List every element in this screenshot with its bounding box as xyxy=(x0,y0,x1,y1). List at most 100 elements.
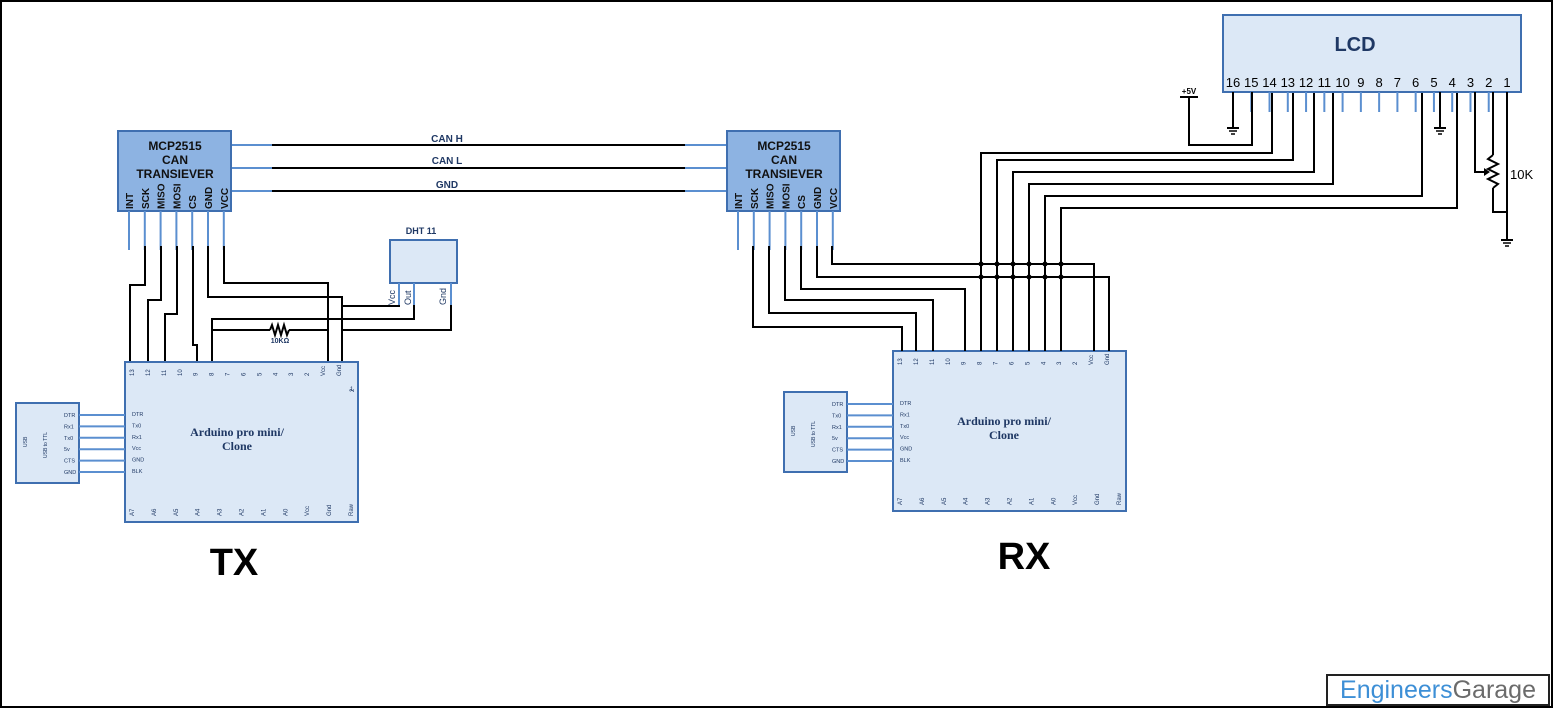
usb-pin-label: Rx1 xyxy=(832,425,842,431)
arduino-left-pin-label: Rx1 xyxy=(900,412,910,418)
tx-arduino-title-1: Arduino pro mini/ xyxy=(190,425,284,439)
transceiver-pin-label: SCK xyxy=(141,187,152,209)
arduino-bottom-pin-label: Gnd xyxy=(1095,494,1101,505)
dht11-sensor: DHT 11 Vcc Out Gnd xyxy=(387,226,458,305)
rx-arduino-title-2: Clone xyxy=(989,428,1020,442)
rx-wiring xyxy=(752,92,1458,351)
ground-icon xyxy=(1227,127,1239,135)
transceiver-pin-label: VCC xyxy=(220,188,231,209)
can-bus: CAN H CAN L GND xyxy=(232,134,727,192)
transceiver-pin-label: SCK xyxy=(750,187,761,209)
arduino-top-pin-label: 6 xyxy=(241,372,247,376)
tx-ard-right-pin: 2 xyxy=(350,388,356,392)
supply-label: +5V xyxy=(1182,87,1197,96)
rx-usb-subtitle: USB to TTL xyxy=(811,421,817,447)
arduino-left-pin-label: BLK xyxy=(132,469,143,475)
arduino-top-pin-label: 12 xyxy=(146,369,152,376)
arduino-bottom-pin-label: A6 xyxy=(152,508,158,516)
lcd-pin-label: 16 xyxy=(1226,75,1240,90)
arduino-top-pin-label: 3 xyxy=(289,372,295,376)
pot-label: 10K xyxy=(1510,167,1533,182)
arduino-top-pin-label: Gnd xyxy=(337,365,343,376)
arduino-top-pin-label: 13 xyxy=(130,369,136,376)
rx-transceiver-title-2: CAN xyxy=(771,153,797,167)
gnd-label: GND xyxy=(436,180,458,191)
arduino-top-pin-label: 7 xyxy=(226,372,232,376)
lcd-pin-label: 1 xyxy=(1503,75,1510,90)
lcd-pin-label: 11 xyxy=(1318,75,1332,90)
arduino-bottom-pin-label: Raw xyxy=(349,503,355,516)
dht-pin-gnd: Gnd xyxy=(438,288,448,305)
rx-arduino-title-1: Arduino pro mini/ xyxy=(957,414,1051,428)
transceiver-pin-label: CS xyxy=(188,195,199,209)
transceiver-pin-label: CS xyxy=(797,195,808,209)
transceiver-pin-label: INT xyxy=(125,193,136,209)
dht-pin-vcc: Vcc xyxy=(387,289,397,305)
arduino-top-pin-label: Vcc xyxy=(321,366,327,376)
arduino-top-pin-label: Gnd xyxy=(1105,354,1111,365)
arduino-bottom-pin-label: A3 xyxy=(986,497,992,505)
lcd-pin-label: 10 xyxy=(1335,75,1349,90)
arduino-top-pin-label: 9 xyxy=(194,372,200,376)
resistor-label: 10KΩ xyxy=(271,338,290,345)
usb-pin-label: Tx0 xyxy=(64,436,73,442)
arduino-left-pin-label: GND xyxy=(132,458,144,464)
tx-transceiver-title-3: TRANSIEVER xyxy=(136,167,214,181)
arduino-left-pin-label: Rx1 xyxy=(132,435,142,441)
usb-pin-label: DTR xyxy=(832,402,843,408)
lcd-pin-label: 4 xyxy=(1449,75,1456,90)
arduino-top-pin-label: 8 xyxy=(210,372,216,376)
usb-pin-label: CTS xyxy=(832,448,843,454)
arduino-top-pin-label: 4 xyxy=(273,372,279,376)
arduino-bottom-pin-label: A1 xyxy=(1029,497,1035,505)
lcd-pin-label: 14 xyxy=(1262,75,1276,90)
can-l-label: CAN L xyxy=(432,156,463,167)
rx-transceiver-title-1: MCP2515 xyxy=(757,139,811,153)
tx-arduino-title-2: Clone xyxy=(222,439,253,453)
rx-label: RX xyxy=(998,536,1051,578)
arduino-bottom-pin-label: A6 xyxy=(920,497,926,505)
transceiver-pin-label: GND xyxy=(813,187,824,209)
lcd-pin-label: 9 xyxy=(1357,75,1364,90)
dht-title: DHT 11 xyxy=(406,226,437,236)
arduino-bottom-pin-label: A4 xyxy=(196,508,202,516)
tx-label: TX xyxy=(210,542,259,584)
transceiver-pin-label: MOSI xyxy=(781,183,792,209)
lcd-pin-label: 7 xyxy=(1394,75,1401,90)
arduino-top-pin-label: 3 xyxy=(1057,361,1063,365)
lcd-pin-label: 12 xyxy=(1299,75,1313,90)
arduino-bottom-pin-label: A7 xyxy=(898,497,904,505)
arduino-bottom-pin-label: Gnd xyxy=(327,505,333,516)
logo-part-1: Engineers xyxy=(1340,676,1453,704)
logo-part-2: Garage xyxy=(1452,676,1536,704)
arduino-bottom-pin-label: A5 xyxy=(174,508,180,516)
arduino-bottom-pin-label: A5 xyxy=(942,497,948,505)
arduino-top-pin-label: 11 xyxy=(162,369,168,376)
potentiometer-icon xyxy=(1485,154,1501,189)
can-h-label: CAN H xyxy=(431,134,463,145)
lcd-pin-label: 15 xyxy=(1244,75,1258,90)
transceiver-pin-label: MOSI xyxy=(172,183,183,209)
arduino-top-pin-label: 6 xyxy=(1009,361,1015,365)
arduino-top-pin-label: 12 xyxy=(914,358,920,365)
arduino-bottom-pin-label: A7 xyxy=(130,508,136,516)
transceiver-pin-label: VCC xyxy=(829,188,840,209)
lcd-pin-label: 8 xyxy=(1376,75,1383,90)
usb-pin-label: DTR xyxy=(64,413,75,419)
rx-usb-title: USB xyxy=(791,425,797,436)
arduino-top-pin-label: 11 xyxy=(930,358,936,365)
arduino-left-pin-label: Vcc xyxy=(900,435,909,441)
arduino-top-pin-label: 10 xyxy=(946,358,952,365)
arduino-top-pin-label: 13 xyxy=(898,358,904,365)
arduino-left-pin-label: DTR xyxy=(132,412,143,418)
arduino-left-pin-label: DTR xyxy=(900,401,911,407)
arduino-left-pin-label: BLK xyxy=(900,458,911,464)
